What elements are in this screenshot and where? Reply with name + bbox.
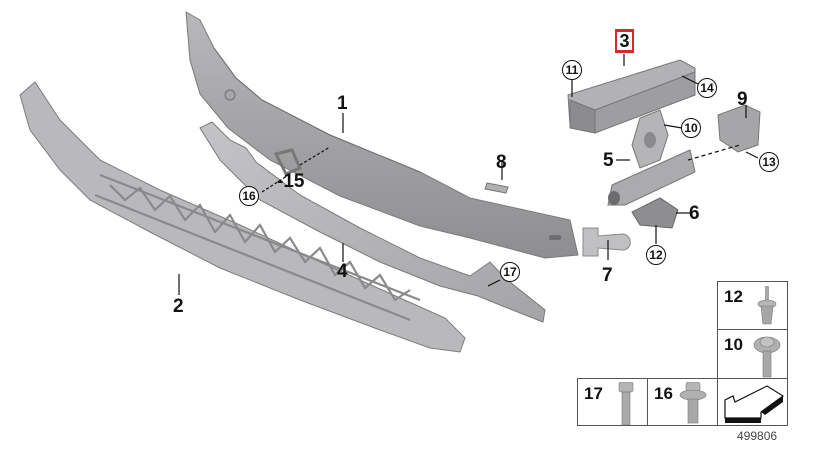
- hex-bolt-icon: [618, 382, 634, 426]
- part-1-bumper-carrier: [185, 11, 579, 259]
- part-5-tow-sleeve: [607, 149, 696, 206]
- callout-part-13[interactable]: 13: [759, 152, 779, 172]
- callout-part-9[interactable]: 9: [737, 89, 748, 110]
- callout-part-10[interactable]: 10: [681, 118, 701, 138]
- legend-number: 16: [654, 384, 673, 403]
- part-9-bracket: [717, 104, 761, 153]
- leader-lines: [178, 54, 759, 295]
- part-3-crash-box: [567, 59, 696, 134]
- callout-part-11[interactable]: 11: [562, 60, 582, 80]
- legend-cell-16[interactable]: 16: [647, 378, 718, 426]
- callout-part-6[interactable]: 6: [689, 203, 700, 224]
- callout-part-16[interactable]: 16: [239, 186, 259, 206]
- part-10-bracket: [631, 109, 669, 169]
- callout-part-5[interactable]: 5: [603, 150, 614, 171]
- legend-number: 17: [584, 384, 603, 403]
- callout-part-3-text: 3: [617, 31, 632, 51]
- part-2-truss-carrier: [19, 81, 466, 353]
- part-7-plug: [582, 227, 631, 257]
- rivet-icon: [757, 286, 777, 325]
- legend-cell-10[interactable]: 10: [717, 329, 788, 379]
- callout-part-4[interactable]: 4: [337, 261, 348, 282]
- callout-part-2[interactable]: 2: [173, 296, 184, 317]
- torx-flange-bolt-icon: [679, 382, 707, 424]
- callout-part-15[interactable]: -15: [277, 171, 305, 192]
- callout-part-12[interactable]: 12: [646, 245, 666, 265]
- callout-part-17[interactable]: 17: [500, 262, 520, 282]
- callout-part-3-highlighted[interactable]: 3: [615, 29, 634, 53]
- washer-screw-icon: [753, 336, 781, 378]
- part-4-lower-strip: [199, 121, 546, 323]
- legend-cell-arrow[interactable]: [717, 378, 788, 426]
- callout-part-7[interactable]: 7: [602, 265, 613, 286]
- callout-part-8[interactable]: 8: [496, 152, 507, 173]
- legend-cell-17[interactable]: 17: [577, 378, 648, 426]
- legend-number: 12: [724, 287, 743, 306]
- callout-part-1[interactable]: 1: [337, 93, 348, 114]
- diagram-number: 499806: [737, 429, 778, 443]
- legend-number: 10: [724, 335, 743, 354]
- part-8-clip: [484, 182, 509, 194]
- part-15-tab: [273, 148, 302, 176]
- part-6-cover: [631, 197, 679, 229]
- callout-part-14[interactable]: 14: [697, 78, 717, 98]
- direction-arrow-icon: [724, 385, 785, 423]
- legend-cell-12[interactable]: 12: [717, 281, 788, 330]
